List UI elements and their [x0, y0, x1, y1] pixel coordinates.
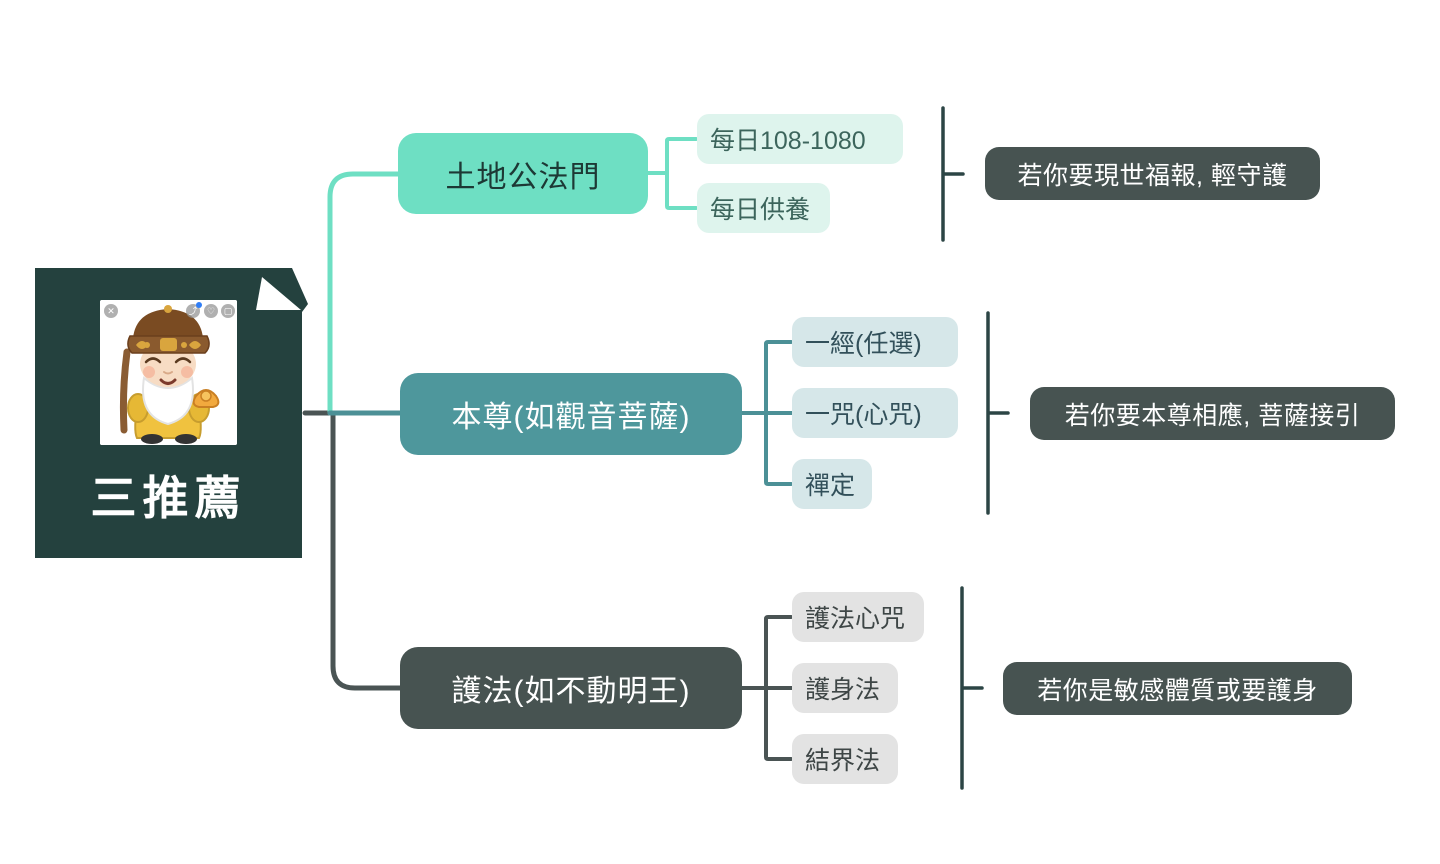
summary-node-branch3[interactable]: 若你是敏感體質或要護身	[1003, 662, 1352, 715]
child-node[interactable]: 一經(任選)	[792, 317, 958, 367]
summary-node-branch1[interactable]: 若你要現世福報, 輕守護	[985, 147, 1320, 200]
share-icon[interactable]: ⤴	[186, 302, 202, 318]
deity-figurine-illustration	[100, 300, 237, 445]
child-node[interactable]: 每日供養	[697, 183, 830, 233]
connector-root-to-branch3	[302, 410, 403, 691]
connector-branch3-children	[740, 615, 794, 761]
save-icon[interactable]: ▢	[221, 304, 235, 318]
child-node[interactable]: 結界法	[792, 734, 898, 784]
close-icon[interactable]: ✕	[104, 304, 118, 318]
summary-bracket-1	[941, 106, 965, 242]
child-node[interactable]: 每日108-1080	[697, 114, 903, 164]
child-node[interactable]: 一咒(心咒)	[792, 388, 958, 438]
branch-node-tudigong[interactable]: 土地公法門	[398, 133, 648, 214]
connector-branch2-children	[740, 340, 794, 486]
summary-bracket-3	[960, 586, 984, 790]
branch-node-benzun[interactable]: 本尊(如觀音菩薩)	[400, 373, 742, 455]
notification-badge	[196, 302, 202, 308]
child-node[interactable]: 護法心咒	[792, 592, 924, 642]
connector-root-to-branch1	[327, 171, 401, 416]
root-node[interactable]: ✕ ⤴ ♡ ▢ 三推薦	[33, 266, 313, 562]
root-image[interactable]: ✕ ⤴ ♡ ▢	[100, 300, 237, 445]
summary-bracket-2	[986, 311, 1010, 515]
connector-branch1-children	[646, 137, 698, 210]
like-icon[interactable]: ♡	[204, 304, 218, 318]
root-title: 三推薦	[90, 472, 247, 524]
root-document-fold	[256, 277, 301, 310]
branch-node-hufa[interactable]: 護法(如不動明王)	[400, 647, 742, 729]
child-node[interactable]: 禪定	[792, 459, 872, 509]
child-node[interactable]: 護身法	[792, 663, 898, 713]
summary-node-branch2[interactable]: 若你要本尊相應, 菩薩接引	[1030, 387, 1395, 440]
